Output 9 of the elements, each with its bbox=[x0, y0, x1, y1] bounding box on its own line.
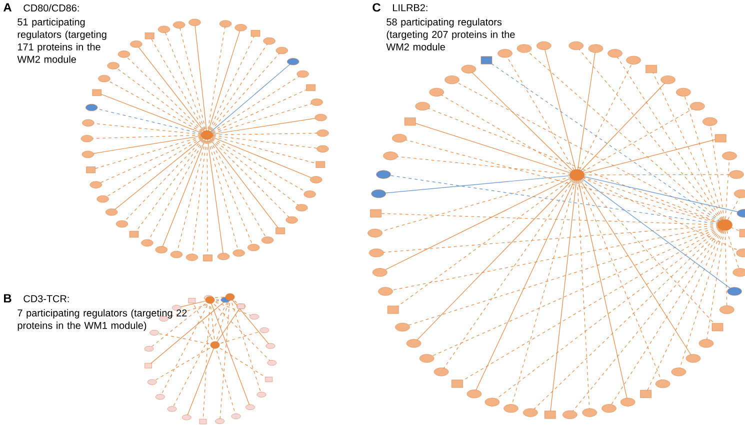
panel-title: LILRB2: bbox=[393, 4, 428, 12]
panel-letter: B bbox=[4, 294, 12, 302]
panel-description: 58 participating regulators (targeting 207 proteins in the WM2 module bbox=[386, 18, 515, 50]
panel-description: 51 participating regulators (targeting 171 proteins in the WM2 module bbox=[17, 18, 106, 63]
panel-letter: A bbox=[4, 3, 12, 12]
panel-title: CD3-TCR: bbox=[24, 295, 69, 302]
panel-letter: C bbox=[372, 3, 381, 12]
panel-title: CD80/CD86: bbox=[24, 4, 79, 12]
panel-description: 7 participating regulators (targeting 22 proteins in the WM1 module) bbox=[18, 309, 187, 331]
